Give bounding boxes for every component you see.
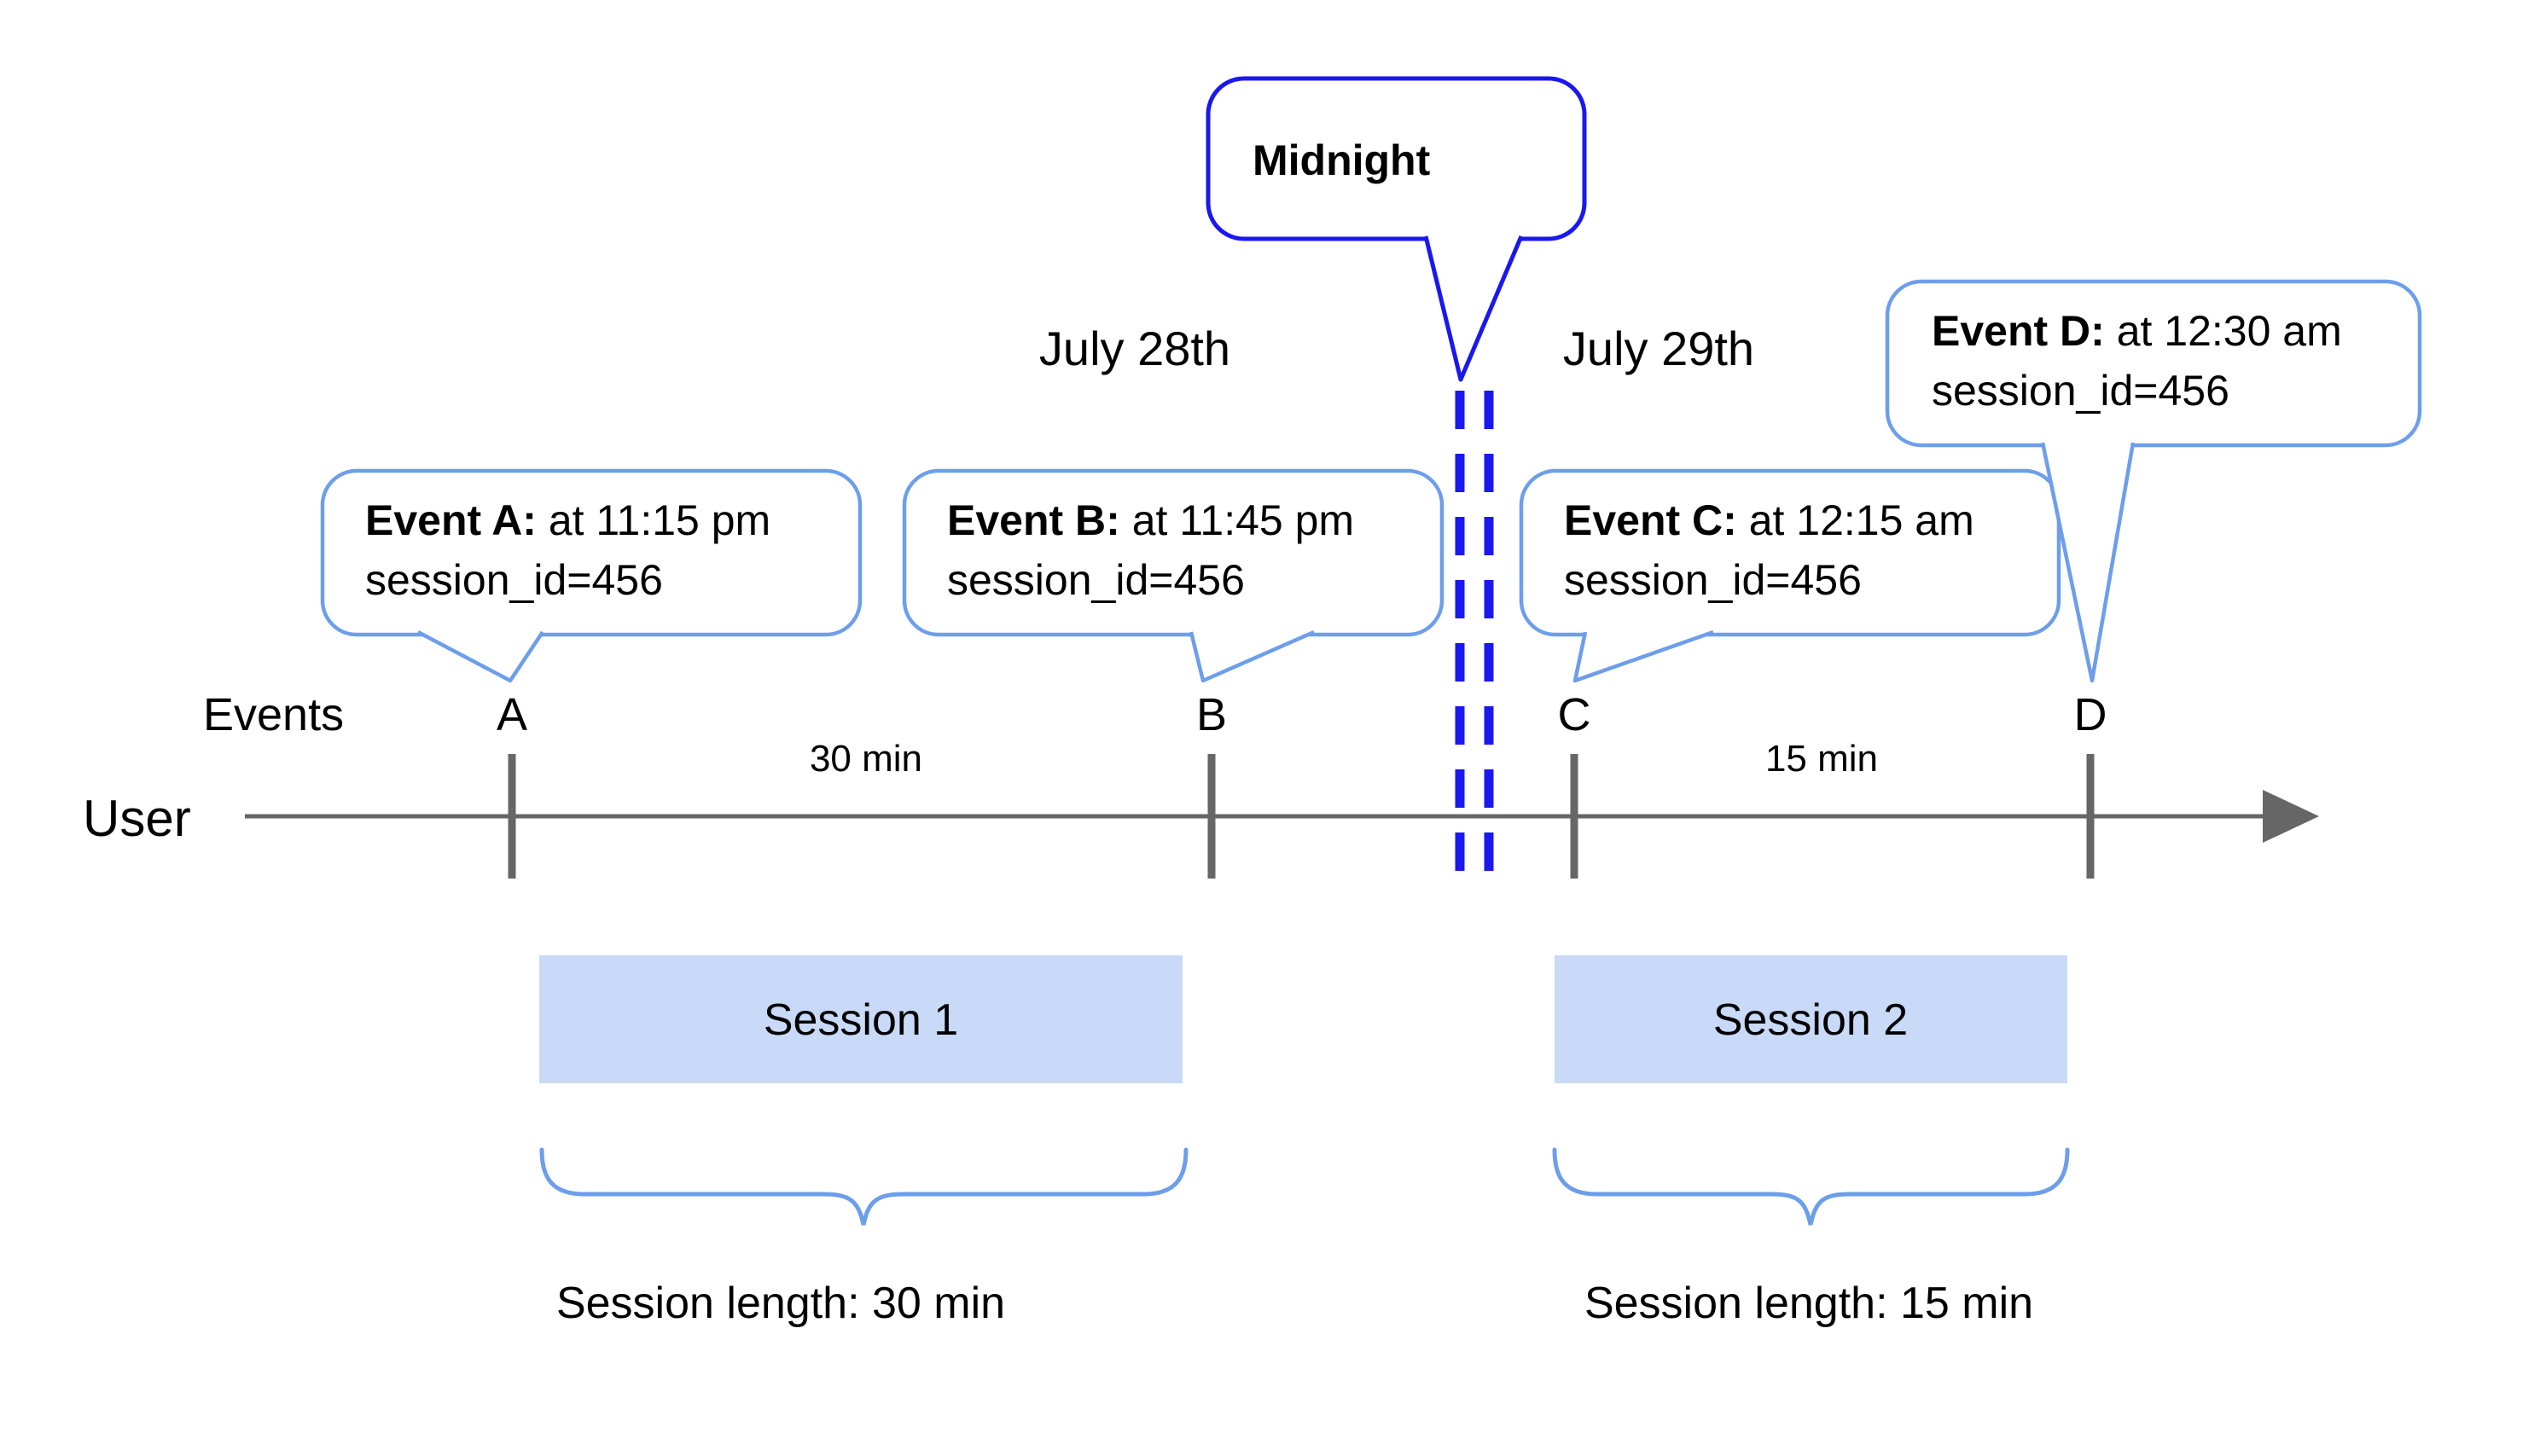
session-1-brace (539, 1147, 1189, 1226)
svg-text:Event A: at 11:15 pm: Event A: at 11:15 pm (365, 496, 770, 544)
event-c-callout: Event C: at 12:15 am session_id=456 (1519, 468, 2061, 683)
midnight-callout: Midnight (1206, 76, 1587, 382)
event-d-bubble (1885, 279, 2422, 448)
event-b-title: Event B: (947, 496, 1120, 544)
event-c-letter: C (1558, 689, 1591, 740)
event-c-bubble (1519, 468, 2061, 637)
events-axis-label: Events (203, 689, 344, 740)
session-2-length-label: Session length: 15 min (1584, 1279, 2033, 1328)
event-a-callout: Event A: at 11:15 pm session_id=456 (320, 468, 863, 683)
event-a-letter: A (497, 689, 527, 740)
user-timeline: User 30 min 15 min (83, 738, 2319, 879)
session-2-brace (1552, 1147, 2070, 1226)
svg-text:Event D: at 12:30 am: Event D: at 12:30 am (1932, 307, 2342, 355)
event-b-tail (1189, 629, 1315, 683)
session-2: Session 2 Session length: 15 min (1552, 955, 2070, 1328)
event-a-session-id: session_id=456 (365, 556, 663, 604)
session-1-box (539, 955, 1183, 1083)
event-c-title: Event C: (1564, 496, 1737, 544)
event-a-bubble (320, 468, 863, 637)
event-b-bubble (902, 468, 1444, 637)
event-b-callout: Event B: at 11:45 pm session_id=456 (902, 468, 1444, 683)
event-d-callout: Event D: at 12:30 am session_id=456 (1885, 279, 2422, 683)
interval-label-15min: 15 min (1765, 738, 1878, 780)
event-a-title: Event A: (365, 496, 537, 544)
session-1: Session 1 Session length: 30 min (539, 955, 1189, 1328)
event-d-letter: D (2074, 689, 2107, 740)
interval-label-30min: 30 min (810, 738, 922, 780)
user-axis-label: User (83, 790, 191, 847)
svg-text:Event B: at 11:45 pm: Event B: at 11:45 pm (947, 496, 1354, 544)
event-a-tail (416, 630, 544, 683)
event-b-session-id: session_id=456 (947, 556, 1245, 604)
event-d-title: Event D: (1932, 307, 2105, 355)
midnight-callout-tail (1423, 235, 1524, 382)
midnight-callout-bubble (1206, 76, 1587, 241)
event-d-tail (2040, 442, 2136, 683)
session-1-label: Session 1 (764, 995, 958, 1045)
session-2-box (1555, 955, 2067, 1083)
date-label-july-28: July 28th (1039, 322, 1230, 375)
svg-text:Event C: at 12:15 am: Event C: at 12:15 am (1564, 496, 1974, 544)
event-c-time: at 12:15 am (1737, 496, 1974, 544)
session-2-label: Session 2 (1713, 995, 1908, 1045)
date-label-july-29: July 29th (1563, 322, 1754, 375)
event-c-tail (1572, 629, 1714, 683)
event-d-session-id: session_id=456 (1932, 367, 2229, 415)
event-d-time: at 12:30 am (2105, 307, 2342, 355)
midnight-divider (1455, 391, 1494, 889)
session-1-length-label: Session length: 30 min (556, 1279, 1005, 1328)
event-a-time: at 11:15 pm (537, 496, 770, 544)
timeline-arrowhead-icon (2263, 790, 2319, 843)
event-b-letter: B (1196, 689, 1227, 740)
event-b-time: at 11:45 pm (1120, 496, 1354, 544)
midnight-callout-label: Midnight (1253, 136, 1431, 184)
event-c-session-id: session_id=456 (1564, 556, 1862, 604)
